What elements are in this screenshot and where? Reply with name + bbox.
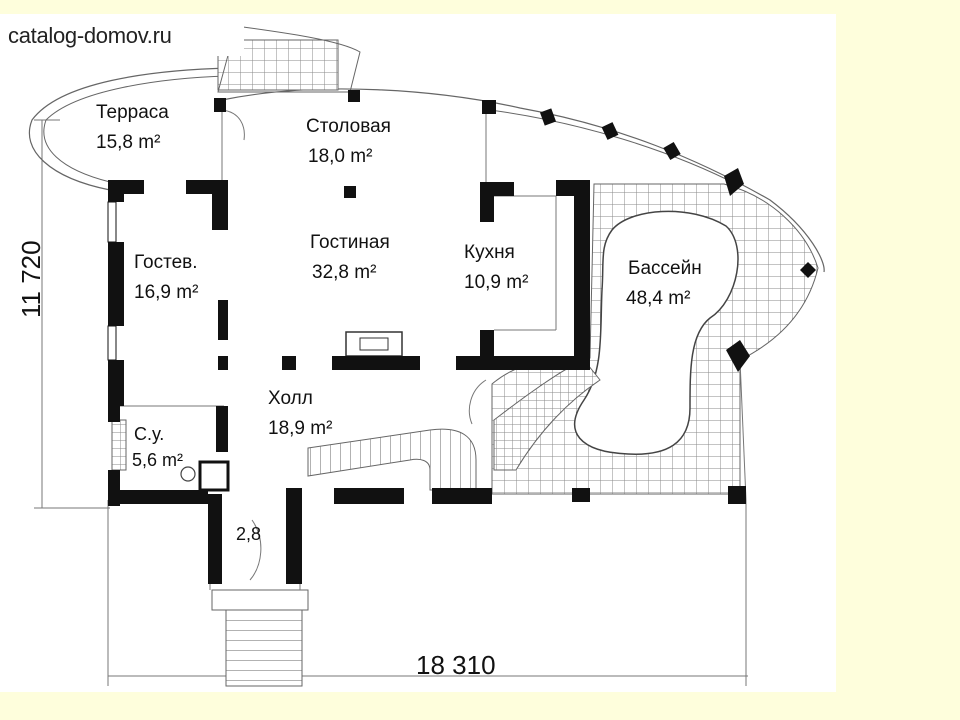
room-bathroom-area: 5,6 m² — [132, 450, 183, 470]
room-vestibule-area: 2,8 — [236, 524, 261, 544]
entrance-steps — [225, 609, 303, 687]
upper-terrace-outline — [221, 88, 825, 273]
room-guest-name: Гостев. — [134, 252, 198, 273]
door-swings — [221, 109, 487, 581]
dimension-lines — [34, 119, 748, 686]
room-dining-name: Столовая — [306, 116, 391, 137]
room-dining-area: 18,0 m² — [308, 146, 372, 167]
room-pool-area: 48,4 m² — [626, 288, 690, 309]
room-pool-name: Бассейн — [628, 258, 702, 279]
dimension-height: 11 720 — [16, 240, 46, 318]
room-hall-area: 18,9 m² — [268, 418, 332, 439]
dimension-width: 18 310 — [416, 650, 496, 680]
room-terrace-name: Терраса — [96, 102, 169, 123]
room-kitchen-area: 10,9 m² — [464, 272, 528, 293]
room-terrace-area: 15,8 m² — [96, 132, 160, 153]
room-bathroom-name: С.у. — [134, 424, 164, 444]
room-living-area: 32,8 m² — [312, 262, 376, 283]
pool-basin — [573, 210, 739, 455]
walls — [107, 90, 816, 584]
room-kitchen-name: Кухня — [464, 242, 515, 263]
room-labels: Терраса 15,8 m² Столовая 18,0 m² Гостина… — [96, 102, 702, 544]
room-hall-name: Холл — [268, 388, 313, 409]
bathroom-fixture — [111, 419, 127, 471]
stairs-kitchen — [493, 359, 601, 471]
room-living-name: Гостиная — [310, 232, 390, 253]
terrace-outline — [28, 67, 231, 191]
room-guest-area: 16,9 m² — [134, 282, 198, 303]
watermark: catalog-domov.ru — [0, 16, 244, 56]
